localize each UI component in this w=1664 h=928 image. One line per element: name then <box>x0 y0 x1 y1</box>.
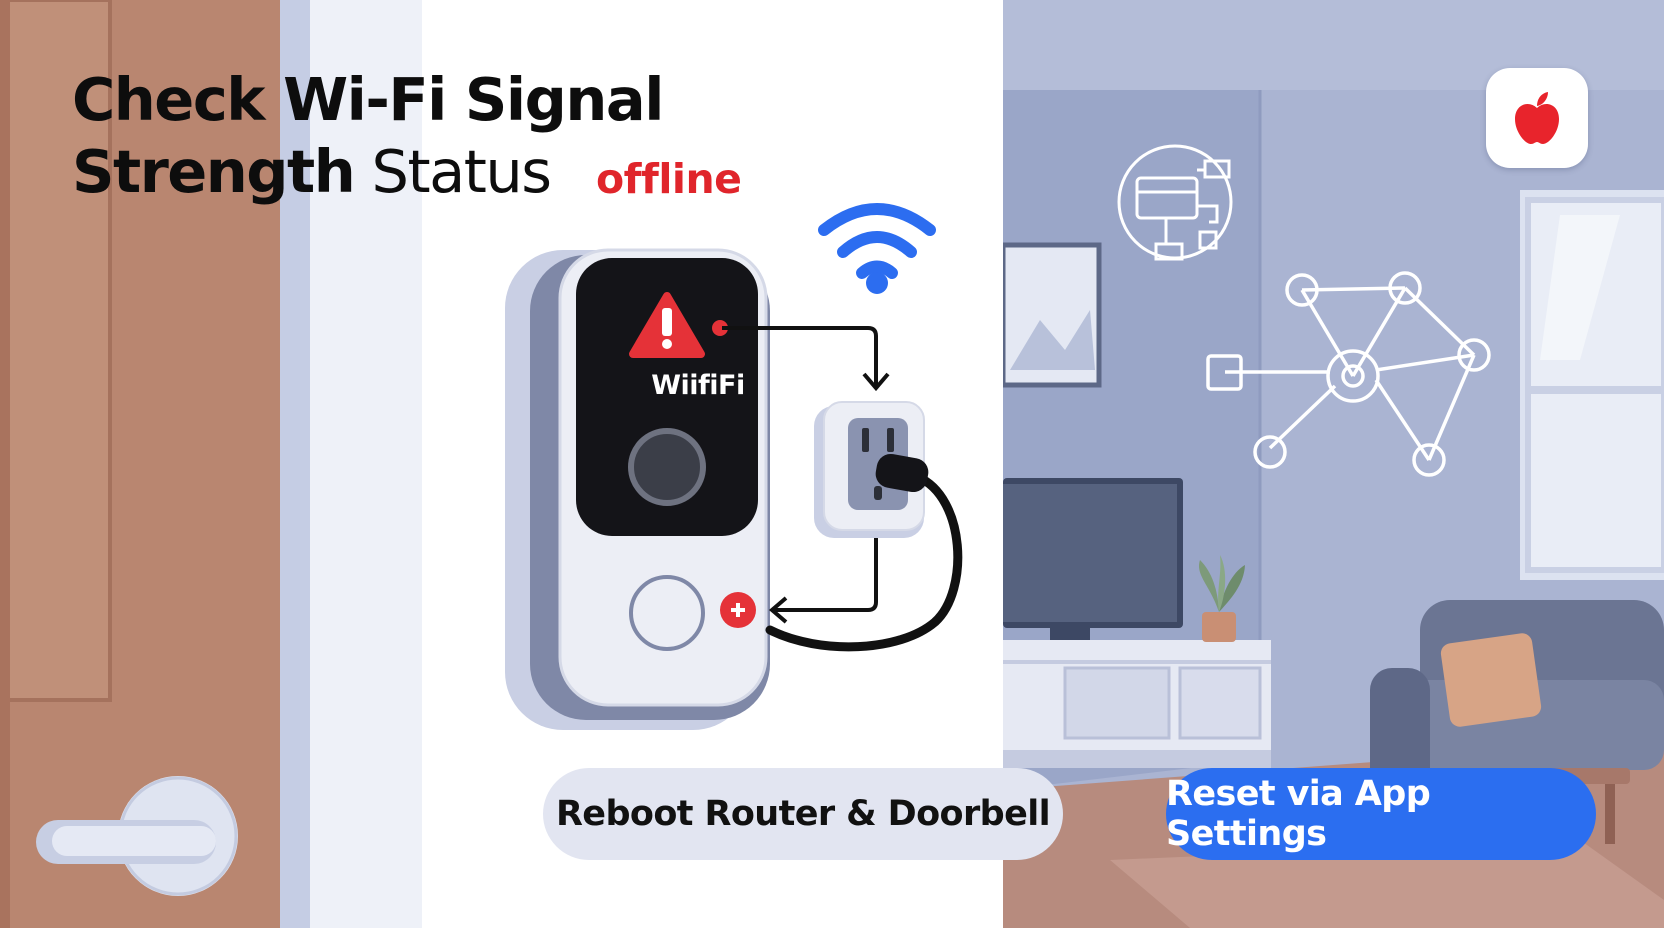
title-line-2-light: Status <box>371 137 553 206</box>
reboot-router-doorbell-button[interactable]: Reboot Router & Doorbell <box>543 768 1063 860</box>
warning-triangle-icon <box>629 292 705 358</box>
doorbell-screen-label: WiifiFi <box>651 370 745 401</box>
alert-dot <box>712 320 728 336</box>
plus-badge-icon <box>720 592 756 628</box>
router-diagram-icon <box>1117 144 1233 261</box>
title-line-1: Check Wi-Fi Signal <box>72 65 664 134</box>
wifi-icon <box>818 203 936 294</box>
connection-arrow <box>722 326 890 624</box>
camera-lens-icon <box>628 428 706 506</box>
doorbell-button-icon <box>629 575 705 651</box>
door-frame <box>280 0 310 928</box>
title-line-2-bold: Strength <box>72 137 356 206</box>
door-handle <box>36 776 238 896</box>
network-graph-icon <box>1206 271 1491 477</box>
apple-logo-icon <box>1515 92 1559 144</box>
reset-via-app-settings-button[interactable]: Reset via App Settings <box>1166 768 1596 860</box>
apple-app-badge[interactable] <box>1486 68 1588 168</box>
power-plug-icon <box>765 453 963 652</box>
offline-status-label: offline <box>596 155 742 203</box>
page-title: Check Wi-Fi Signal Strength Status <box>72 64 664 208</box>
power-outlet-icon <box>814 401 925 538</box>
